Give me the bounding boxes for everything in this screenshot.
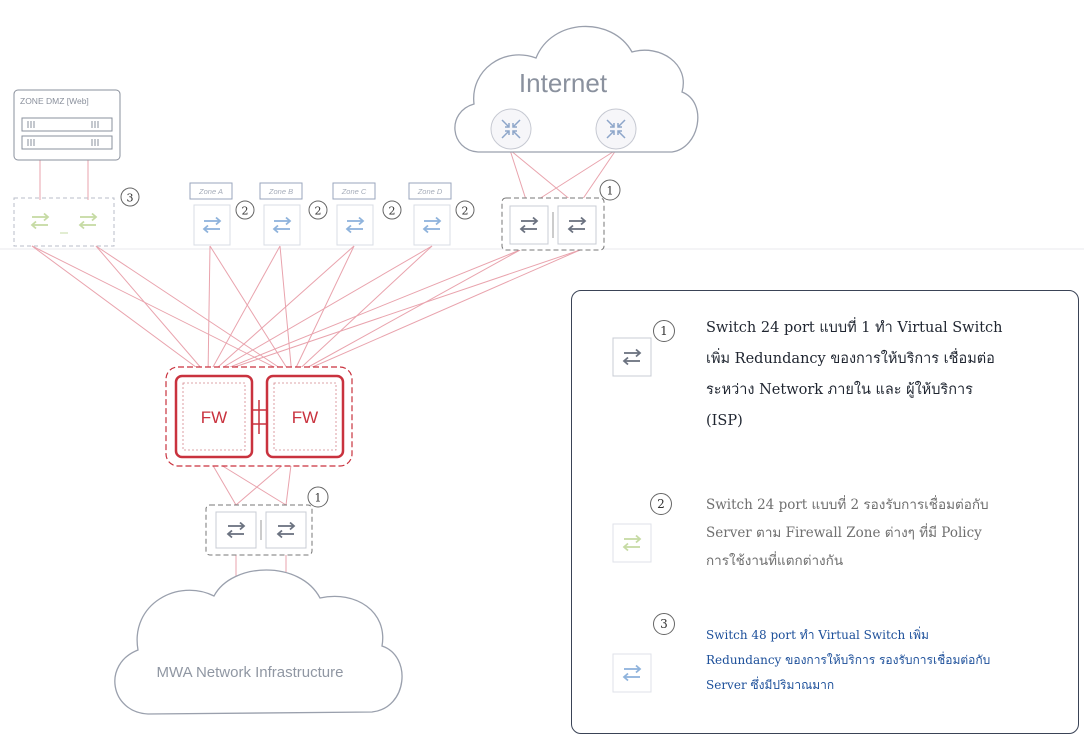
router-icon <box>595 108 637 150</box>
zone-c: Zone C 2 <box>332 182 402 246</box>
svg-text:2: 2 <box>389 205 396 218</box>
svg-text:1: 1 <box>315 492 322 505</box>
zone-d: Zone D 2 <box>408 182 475 246</box>
svg-text:2: 2 <box>462 205 469 218</box>
legend-number-badge: 2 <box>650 493 672 515</box>
legend-number-badge: 3 <box>653 613 675 635</box>
svg-text:Zone B: Zone B <box>268 187 293 196</box>
switch-1-bottom: 1 <box>205 486 329 556</box>
svg-text:2: 2 <box>315 205 322 218</box>
firewall-label: FW <box>292 408 318 427</box>
legend-number-badge: 1 <box>653 320 675 342</box>
router-icon <box>490 108 532 150</box>
firewall-label: FW <box>201 408 227 427</box>
switch-icon <box>612 523 652 563</box>
switch-number-badge: 3 <box>120 187 140 207</box>
svg-text:2: 2 <box>242 205 249 218</box>
switch-1-top: 1 <box>501 179 621 251</box>
firewall-group: FW FW <box>165 366 353 467</box>
network-links <box>31 128 617 600</box>
dmz-label: ZONE DMZ [Web] <box>20 96 89 106</box>
internet-label: Internet <box>519 68 608 98</box>
legend-text: Switch 48 port ทำ Virtual Switch เพิ่ม R… <box>706 628 991 692</box>
switch-3 <box>13 197 115 247</box>
switch-icon <box>612 337 652 377</box>
svg-text:1: 1 <box>607 185 614 198</box>
svg-text:Zone D: Zone D <box>417 187 443 196</box>
legend-panel: 1 Switch 24 port แบบที่ 1 ทำ Virtual Swi… <box>571 290 1079 734</box>
svg-text:3: 3 <box>127 192 134 205</box>
zone-a: Zone A 2 <box>189 182 255 246</box>
svg-text:Zone C: Zone C <box>341 187 367 196</box>
mwa-cloud-icon <box>114 569 403 715</box>
legend-text: Switch 24 port แบบที่ 2 รองรับการเชื่อมต… <box>706 497 989 569</box>
legend-text: Switch 24 port แบบที่ 1 ทำ Virtual Switc… <box>706 320 1003 429</box>
zone-b: Zone B 2 <box>259 182 328 246</box>
server-rack-icon: ZONE DMZ [Web] <box>13 89 121 161</box>
switch-icon <box>612 653 652 693</box>
mwa-label: MWA Network Infrastructure <box>157 664 344 681</box>
svg-text:Zone A: Zone A <box>198 187 223 196</box>
